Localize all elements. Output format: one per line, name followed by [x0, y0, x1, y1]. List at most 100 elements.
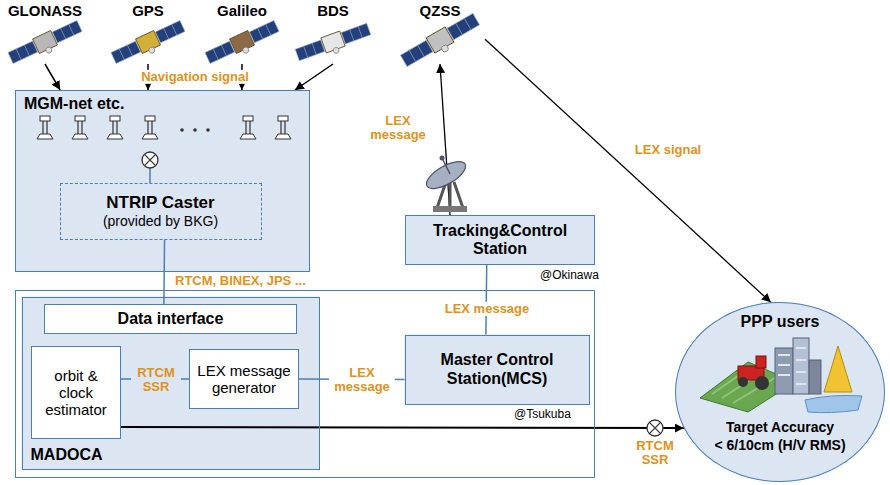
- qzss-satellite: [399, 11, 482, 72]
- satellite-label: QZSS: [395, 2, 485, 64]
- node-text: (provided by BKG): [103, 213, 218, 229]
- location-label: @Okinawa: [540, 269, 599, 282]
- process-box: Data interface: [44, 304, 297, 334]
- user-ellipse: PPP usersTarget Accuracy< 6/10cm (H/V RM…: [675, 302, 885, 482]
- box-fill: [15, 290, 595, 478]
- glonass-satellite: [7, 19, 84, 69]
- ppp-user-scene-part: [809, 360, 821, 394]
- node-text: Target Accuracy: [676, 419, 884, 435]
- node-text: LEX message generator: [195, 362, 293, 397]
- ppp-user-scene-part: [824, 346, 852, 392]
- edge-label-holder: LEX message: [329, 366, 395, 395]
- antenna-symbol: [72, 116, 88, 139]
- connector-line: [485, 265, 487, 335]
- ppp-user-scene-part: [712, 366, 778, 403]
- satellite-label: Galileo: [197, 2, 287, 64]
- ellipsis-dot: [193, 128, 197, 132]
- node-text: orbit & clock estimator: [37, 367, 115, 419]
- box-fill: [60, 183, 262, 240]
- edge-label-holder: LEX signal: [633, 143, 703, 157]
- ppp-user-scene-part: [805, 396, 862, 413]
- ppp-user-scene-part: [778, 348, 806, 384]
- location-label-holder: @Okinawa: [540, 269, 599, 282]
- uplink-dish: [422, 156, 469, 213]
- edge-label-holder: RTCM SSR: [630, 439, 680, 468]
- box-fill: [189, 349, 299, 409]
- receiver-antennas: [37, 116, 291, 139]
- signal-label: LEX message: [367, 114, 429, 143]
- box-fill: [405, 215, 595, 265]
- antenna-symbol: [142, 116, 158, 139]
- uplink-dish-part: [433, 206, 467, 212]
- process-box: LEX message generator: [189, 349, 299, 409]
- satellite-label: GPS: [103, 2, 193, 64]
- node-text: Tracking&Control Station: [411, 222, 589, 259]
- connector-line: [121, 427, 684, 428]
- ellipsis-dot: [206, 128, 210, 132]
- uplink-dish-part: [440, 156, 445, 161]
- process-box: orbit & clock estimator: [31, 346, 121, 439]
- connector-line: [485, 39, 771, 302]
- connector-line: [295, 64, 333, 90]
- connector-line: [45, 64, 60, 90]
- node-text: @Tsukuba: [514, 408, 594, 422]
- ppp-user-scene-part: [793, 338, 809, 394]
- caster-feed-line: [149, 168, 151, 183]
- box-fill: [675, 302, 885, 482]
- signal-label: LEX signal: [633, 143, 703, 157]
- antenna-symbol: [37, 116, 53, 139]
- node-text: PPP users: [676, 313, 884, 331]
- galileo-satellite: [204, 19, 281, 69]
- signal-label: Navigation signal: [139, 70, 251, 84]
- uplink-dish-part: [422, 156, 469, 194]
- node-text: QZSS: [420, 2, 461, 19]
- node-text: GLONASS: [8, 2, 82, 19]
- edge-label-holder: RTCM, BINEX, JPS ...: [173, 274, 308, 288]
- uplink-dish-part: [442, 158, 450, 174]
- station-box: Master Control Station(MCS): [405, 335, 590, 405]
- bds-satellite: [295, 21, 373, 66]
- ppp-user-scene: [700, 338, 862, 413]
- site-box: @TsukubaMADOCA Data interface orbit & cloc…: [15, 290, 595, 478]
- connector-group: [45, 39, 771, 428]
- signal-label: RTCM SSR: [131, 366, 181, 395]
- signal-label: RTCM, BINEX, JPS ...: [173, 274, 308, 288]
- antenna-symbol: [275, 116, 291, 139]
- multiplexer-symbol: [647, 420, 663, 436]
- multiplexer-symbol: [142, 152, 158, 168]
- node-text: BDS: [317, 2, 349, 19]
- gps-satellite: [110, 19, 187, 69]
- node-text: GPS: [132, 2, 164, 19]
- box-fill: [405, 335, 590, 405]
- edge-label-holder: RTCM SSR: [131, 366, 181, 395]
- ppp-user-scene-part: [755, 376, 769, 390]
- antenna-symbol: [240, 116, 256, 139]
- node-text: MGM-net etc.: [24, 95, 301, 113]
- ppp-user-scene-part: [756, 356, 766, 368]
- node-text: Master Control Station(MCS): [411, 351, 584, 388]
- signal-label: RTCM SSR: [630, 439, 680, 468]
- node-text: NTRIP Caster: [106, 193, 214, 213]
- signal-label: LEX message: [443, 302, 532, 316]
- edge-label-holder: LEX message: [443, 302, 532, 316]
- ppp-user-scene-part: [738, 377, 748, 387]
- antenna-symbol: [107, 116, 123, 139]
- satellite-label: BDS: [288, 2, 378, 64]
- satellite-label: GLONASS: [0, 2, 90, 64]
- station-box: Tracking&Control Station: [405, 215, 595, 265]
- caster-box: NTRIP Caster(provided by BKG): [60, 183, 262, 240]
- node-text: MADOCA: [31, 446, 103, 464]
- box-fill: [22, 297, 320, 470]
- network-box: MGM-net etc. NTRIP Caster(provided by BKG…: [15, 90, 310, 272]
- node-text: Data interface: [118, 310, 224, 328]
- edge-label-holder: LEX message: [367, 114, 429, 143]
- box-fill: [44, 304, 297, 334]
- box-fill: [31, 346, 121, 439]
- ellipsis-dot: [180, 128, 184, 132]
- box-fill: [15, 90, 310, 272]
- node-text: Galileo: [217, 2, 267, 19]
